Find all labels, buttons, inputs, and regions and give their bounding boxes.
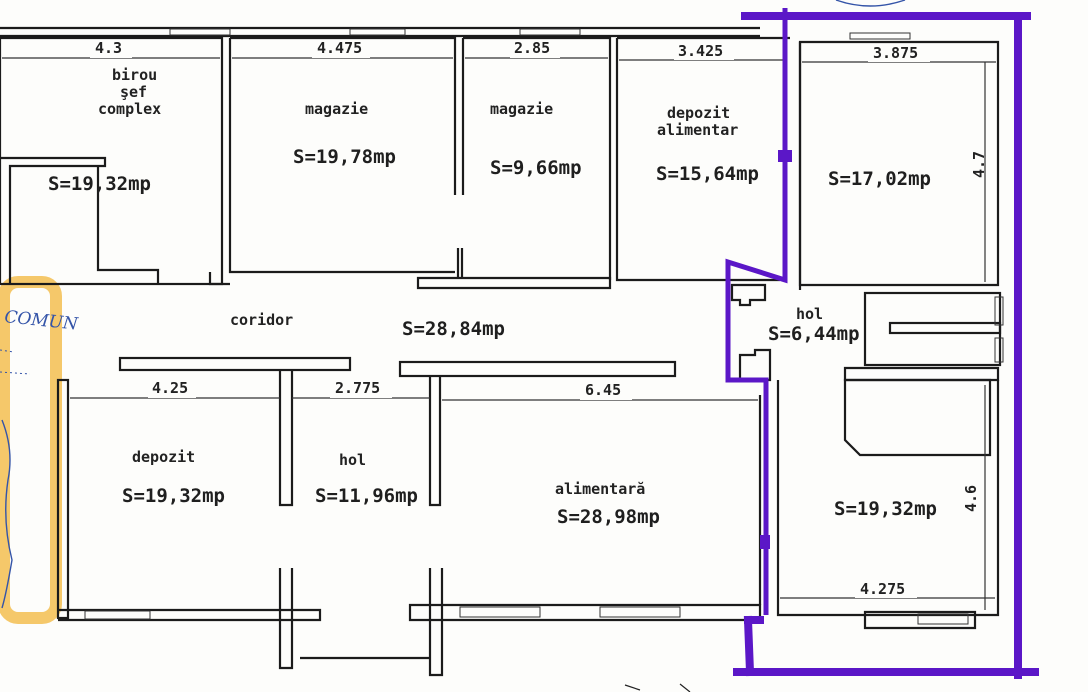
hol-mid-area: S=11,96mp	[315, 485, 418, 507]
magazie1-name: magazie	[305, 100, 368, 118]
hol-mid-name: hol	[339, 451, 366, 469]
dim-hol-top: 2.775	[335, 379, 380, 397]
birou-name-line1: birou	[112, 66, 157, 84]
alimentara-area: S=28,98mp	[557, 506, 660, 528]
coridor-name: coridor	[230, 311, 293, 329]
room-br-area: S=19,32mp	[834, 498, 937, 520]
dim-alimentara-top: 6.45	[585, 381, 621, 399]
corridor-walls	[118, 356, 677, 507]
dim-room5-side: 4.7	[970, 151, 988, 178]
birou-name-line3: complex	[98, 100, 161, 118]
room-tr-area: S=17,02mp	[828, 168, 931, 190]
dim-depozit-alim-top: 3.425	[678, 42, 723, 60]
dim-birou-top: 4.3	[95, 39, 122, 57]
dim-depozit-top: 4.25	[152, 379, 188, 397]
depozit-area: S=19,32mp	[122, 485, 225, 507]
handwritten-note: COMUN	[3, 307, 79, 335]
birou-name-line2: şef	[120, 83, 147, 101]
dim-room-br-side: 4.6	[962, 485, 980, 512]
dim-room-br-bottom: 4.275	[860, 580, 905, 598]
dimension-labels: 4.3 4.475 2.85 3.425 3.875 4.7 4.25 2.77…	[90, 39, 988, 598]
depozit-alimentar-name-line2: alimentar	[657, 121, 738, 139]
dim-room5-top: 3.875	[873, 44, 918, 62]
hol-right-name: hol	[796, 305, 823, 323]
magazie2-area: S=9,66mp	[490, 157, 582, 179]
dim-magazie1-top: 4.475	[317, 39, 362, 57]
room-labels: birou şef complex S=19,32mp magazie S=19…	[48, 66, 937, 528]
magazie1-area: S=19,78mp	[293, 146, 396, 168]
magazie2-name: magazie	[490, 100, 553, 118]
birou-area: S=19,32mp	[48, 173, 151, 195]
dim-magazie2-top: 2.85	[514, 39, 550, 57]
boundary-outline	[725, 8, 1039, 679]
right-walls	[730, 283, 1004, 630]
depozit-name: depozit	[132, 448, 195, 466]
coridor-area: S=28,84mp	[402, 318, 505, 340]
depozit-alimentar-area: S=15,64mp	[656, 163, 759, 185]
highlight-marker	[0, 276, 62, 624]
outer-walls	[0, 26, 911, 40]
hol-right-area: S=6,44mp	[768, 323, 860, 345]
depozit-alimentar-name-line1: depozit	[667, 104, 730, 122]
alimentara-name: alimentară	[555, 480, 645, 498]
